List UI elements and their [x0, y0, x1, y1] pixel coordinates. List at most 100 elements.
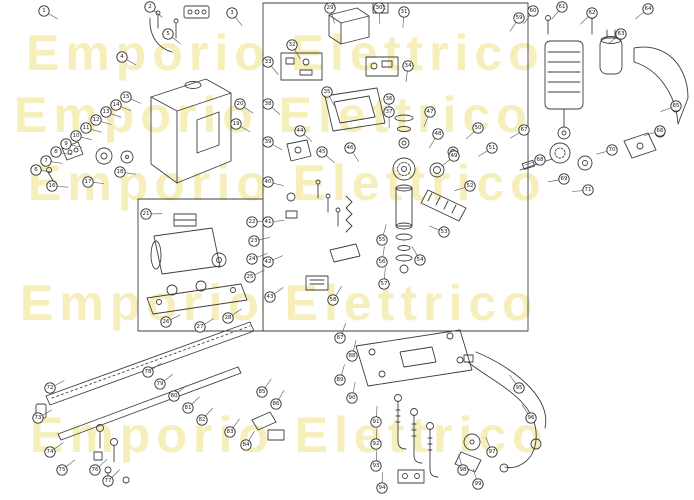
callout-29: 29: [324, 2, 336, 24]
callout-61: 61: [551, 1, 568, 20]
svg-text:78: 78: [145, 369, 152, 375]
callout-75: 75: [56, 459, 75, 476]
svg-text:18: 18: [117, 169, 124, 175]
callout-59: 59: [509, 12, 525, 32]
callout-3: 3: [226, 7, 243, 26]
svg-text:6: 6: [34, 167, 38, 173]
callout-7: 7: [40, 155, 63, 167]
svg-text:7: 7: [44, 158, 48, 164]
svg-text:25: 25: [247, 274, 254, 280]
callout-79: 79: [154, 373, 174, 390]
callout-16: 16: [46, 180, 69, 192]
callout-13: 13: [100, 106, 122, 118]
svg-text:76: 76: [92, 467, 99, 473]
svg-text:71: 71: [585, 187, 592, 193]
callout-8: 8: [50, 146, 73, 158]
callout-28: 28: [222, 308, 242, 324]
callout-65: 65: [660, 100, 682, 112]
callout-24: 24: [246, 253, 268, 265]
callout-84: 84: [240, 431, 255, 451]
callout-37: 37: [383, 106, 395, 129]
callout-68: 68: [524, 154, 546, 166]
screw-set: [285, 179, 361, 291]
svg-text:90: 90: [349, 395, 356, 401]
mounting-bracket-assembly: [149, 5, 210, 53]
svg-text:85: 85: [259, 389, 266, 395]
svg-text:72: 72: [47, 385, 54, 391]
callout-21: 21: [140, 208, 163, 220]
callout-86: 86: [270, 389, 285, 410]
svg-text:38: 38: [265, 101, 272, 107]
svg-text:31: 31: [401, 9, 408, 15]
svg-text:23: 23: [251, 238, 258, 244]
callout-46: 46: [344, 142, 360, 162]
control-board: [280, 52, 323, 81]
callout-90: 90: [346, 382, 358, 404]
callout-48: 48: [429, 128, 444, 148]
callout-11: 11: [80, 122, 102, 134]
motor-body: [544, 40, 584, 140]
svg-text:89: 89: [337, 377, 344, 383]
svg-text:84: 84: [243, 442, 250, 448]
gear-shaft-stack: [392, 114, 416, 274]
svg-text:45: 45: [319, 149, 326, 155]
svg-text:2: 2: [148, 4, 152, 10]
right-gear-cluster: [519, 13, 681, 171]
callout-93: 93: [370, 449, 382, 472]
callout-73: 73: [32, 409, 53, 424]
release-lever: [286, 139, 312, 162]
callout-30: 30: [373, 2, 385, 25]
callout-33: 33: [262, 56, 279, 75]
callout-38: 38: [262, 98, 281, 115]
callout-45: 45: [316, 146, 335, 163]
svg-text:16: 16: [49, 183, 56, 189]
callout-15: 15: [120, 91, 142, 104]
callout-9: 9: [60, 138, 82, 150]
svg-text:20: 20: [237, 101, 244, 107]
svg-text:48: 48: [435, 131, 442, 137]
svg-text:62: 62: [589, 10, 596, 16]
callout-92: 92: [370, 427, 382, 450]
svg-text:8: 8: [54, 149, 58, 155]
callout-23: 23: [248, 235, 270, 247]
svg-text:81: 81: [185, 405, 192, 411]
curved-bracket-arm: [633, 46, 689, 125]
svg-text:69: 69: [561, 176, 568, 182]
svg-text:87: 87: [337, 335, 344, 341]
svg-text:58: 58: [330, 297, 337, 303]
callout-47: 47: [423, 106, 436, 128]
svg-text:17: 17: [85, 179, 92, 185]
svg-text:64: 64: [645, 6, 652, 12]
callout-82: 82: [196, 407, 214, 426]
callout-76: 76: [89, 459, 108, 476]
svg-text:37: 37: [386, 109, 393, 115]
motor-subassembly: [146, 213, 248, 315]
callout-89: 89: [334, 364, 346, 386]
callout-83: 83: [224, 418, 240, 438]
callout-58: 58: [327, 286, 342, 306]
svg-text:9: 9: [64, 141, 68, 147]
svg-text:44: 44: [297, 128, 304, 134]
callout-1: 1: [38, 5, 59, 20]
secondary-board: [365, 56, 399, 77]
svg-text:34: 34: [405, 63, 412, 69]
svg-text:63: 63: [618, 31, 625, 37]
svg-text:28: 28: [225, 315, 232, 321]
svg-text:5: 5: [166, 31, 170, 37]
svg-text:30: 30: [376, 5, 383, 11]
callout-41: 41: [262, 216, 285, 228]
gear-rack: [35, 321, 255, 441]
gearbox-cover: [150, 78, 232, 184]
callout-97: 97: [485, 436, 498, 458]
svg-text:92: 92: [373, 441, 380, 447]
svg-text:26: 26: [163, 319, 170, 325]
svg-text:47: 47: [427, 109, 434, 115]
svg-text:73: 73: [35, 415, 42, 421]
callout-43: 43: [264, 287, 284, 303]
svg-text:39: 39: [265, 139, 272, 145]
callout-20: 20: [234, 98, 254, 114]
callout-78: 78: [142, 362, 162, 378]
spring: [345, 195, 353, 233]
callout-18: 18: [114, 166, 137, 178]
svg-text:74: 74: [47, 449, 54, 455]
